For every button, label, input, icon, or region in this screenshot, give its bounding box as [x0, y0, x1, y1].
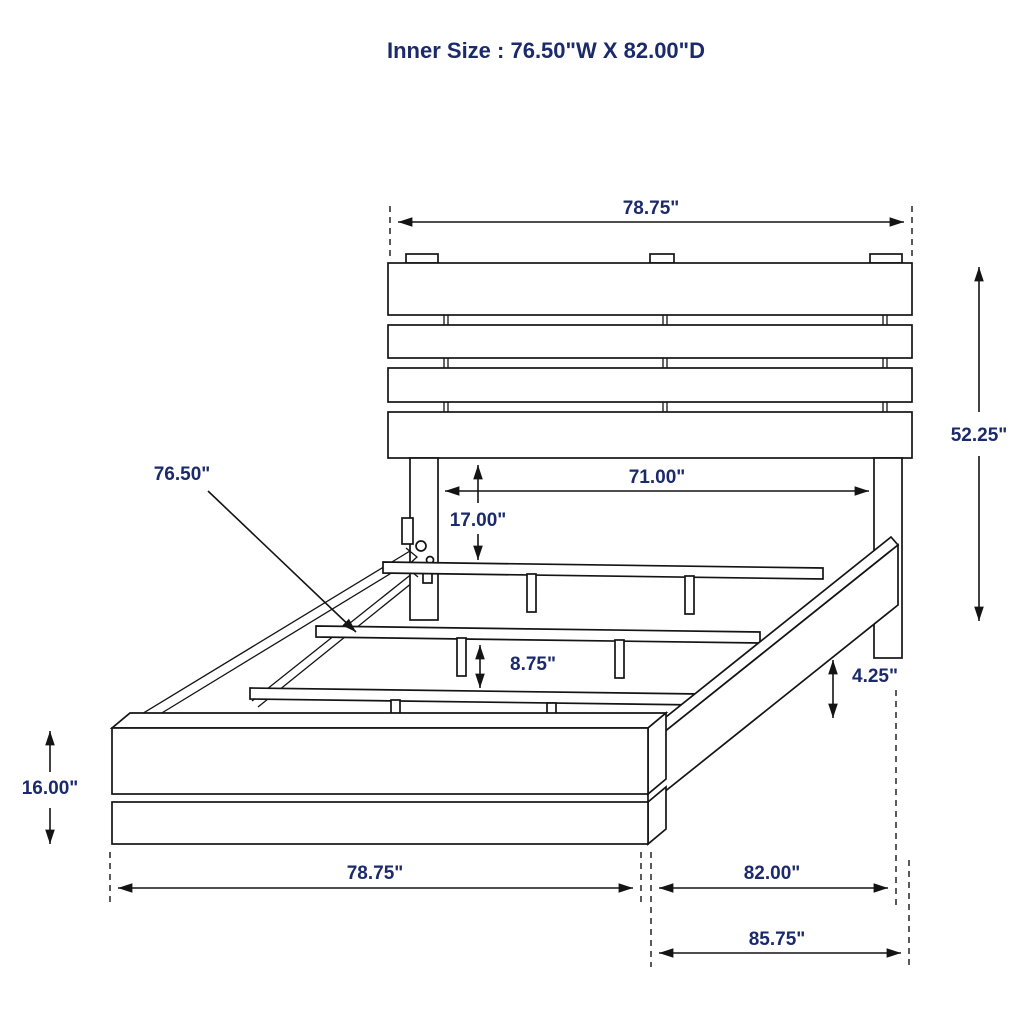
dim-footboard-height: 16.00" [22, 731, 79, 844]
slat-1-leg-b [684, 575, 695, 615]
far-rail-bottom-edge [128, 557, 417, 734]
dim-label-headboard-to-slat: 17.00" [450, 510, 507, 531]
slat-2-leg-a [456, 637, 467, 677]
dim-label-rail-height: 4.25" [852, 666, 898, 687]
footboard-plank-1-end-face [647, 711, 667, 796]
slat-1 [382, 561, 824, 580]
dim-label-inner-width: 71.00" [629, 467, 686, 488]
dim-rail-height: 4.25" [828, 660, 898, 718]
headboard [387, 253, 913, 659]
near-side-rail [639, 535, 900, 807]
bracket-bolt-large [415, 540, 427, 552]
bracket-plate [401, 517, 414, 545]
headboard-top-tab-left [405, 253, 439, 264]
dim-slat-length: 76.50" [154, 464, 357, 633]
far-rail-top-edge [121, 550, 411, 727]
headboard-plank-2 [387, 324, 913, 359]
footboard-plank-1 [111, 727, 649, 795]
dimensions: 78.75" 52.25" 71.00" 17.00" 76.50" 8.75" [22, 198, 1008, 967]
dim-label-overall-depth: 85.75" [749, 929, 806, 950]
dim-label-footboard-height: 16.00" [22, 778, 79, 799]
slat-1-leg-a [526, 573, 537, 613]
dim-overall-depth: 85.75" [659, 860, 910, 967]
slat-3 [249, 687, 701, 706]
dim-headboard-width: 78.75" [389, 198, 913, 260]
leader-line [207, 490, 357, 633]
bed-drawing [109, 253, 913, 846]
dim-footboard-width: 78.75" [109, 852, 642, 903]
headboard-left-post [409, 457, 439, 621]
dim-label-inner-depth: 82.00" [744, 863, 801, 884]
dim-headboard-to-slat: 17.00" [450, 465, 507, 560]
dim-label-slat-length: 76.50" [154, 464, 211, 485]
dim-label-footboard-width: 78.75" [347, 863, 404, 884]
far-side-rail [121, 550, 434, 734]
dim-inner-depth: 82.00" [650, 690, 897, 967]
dim-headboard-height: 52.25" [951, 267, 1008, 621]
slat-2-leg-b [614, 639, 625, 679]
slat-2 [315, 625, 761, 644]
dim-label-slat-spacing: 8.75" [510, 654, 556, 675]
dim-inner-width: 71.00" [445, 467, 869, 496]
headboard-plank-1 [387, 262, 913, 316]
headboard-plank-4 [387, 411, 913, 459]
footboard-plank-2 [111, 801, 649, 845]
dim-label-headboard-height: 52.25" [951, 425, 1008, 446]
headboard-battens [443, 315, 888, 412]
dim-slat-spacing: 8.75" [475, 645, 556, 688]
footboard [109, 711, 669, 846]
footboard-top-face [109, 712, 669, 729]
headboard-plank-3 [387, 367, 913, 403]
headboard-top-tab-center [649, 253, 675, 264]
dim-label-headboard-width: 78.75" [623, 198, 680, 219]
page-title: Inner Size : 76.50"W X 82.00"D [387, 38, 705, 63]
headboard-top-tab-right [869, 253, 903, 264]
